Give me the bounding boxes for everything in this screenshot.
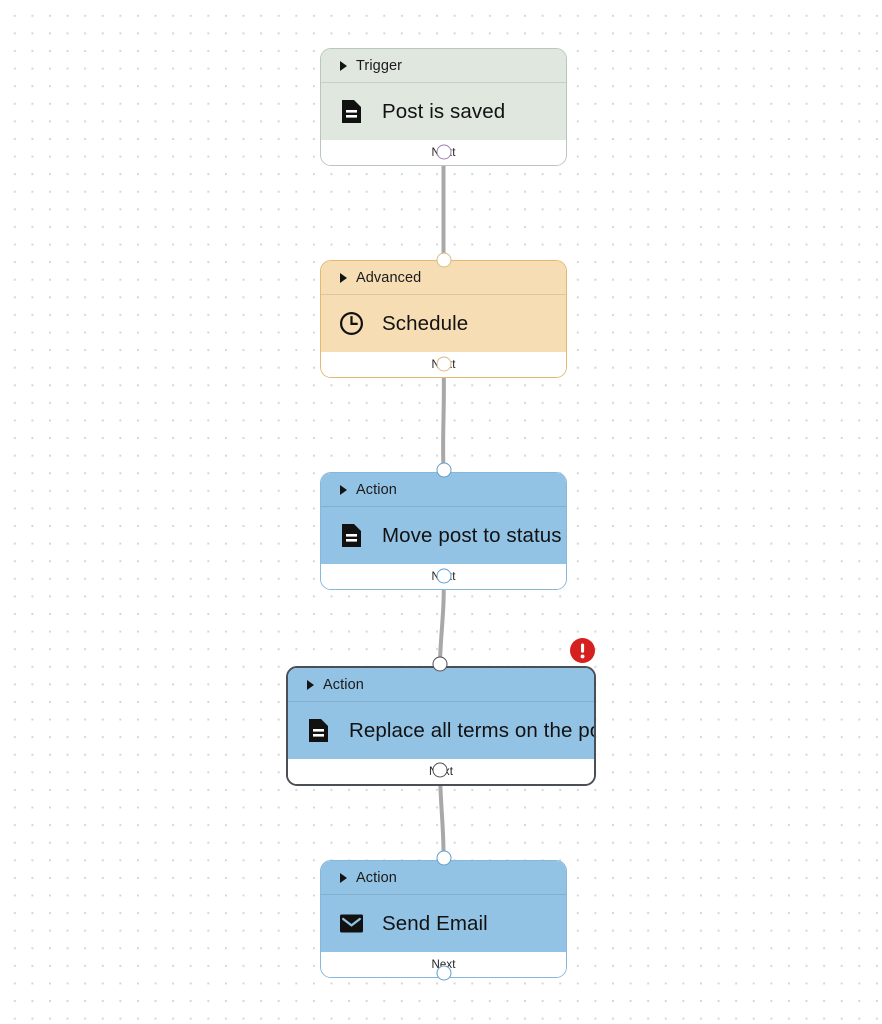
node-kind-label: Action	[323, 676, 364, 693]
clock-icon	[339, 311, 364, 336]
node-schedule[interactable]: Advanced Schedule Next	[320, 260, 567, 378]
node-title: Move post to status	[382, 523, 562, 547]
expand-triangle-icon[interactable]	[340, 272, 347, 283]
node-kind-label: Advanced	[356, 269, 422, 286]
expand-triangle-icon[interactable]	[340, 484, 347, 495]
document-icon	[339, 99, 364, 124]
input-port-replace-all-terms[interactable]	[432, 656, 448, 672]
input-port-schedule[interactable]	[436, 252, 451, 268]
node-body[interactable]: Post is saved	[321, 82, 566, 140]
output-port-replace-all-terms[interactable]	[432, 762, 448, 778]
node-kind-label: Action	[356, 869, 397, 886]
expand-triangle-icon[interactable]	[307, 679, 314, 690]
envelope-icon	[339, 911, 364, 936]
node-body[interactable]: Replace all terms on the post	[288, 701, 594, 759]
output-port-move-post-to-status[interactable]	[436, 568, 451, 584]
node-header[interactable]: Action	[321, 861, 566, 894]
node-body[interactable]: Move post to status	[321, 506, 566, 564]
expand-triangle-icon[interactable]	[340, 60, 347, 71]
exclamation-circle-icon	[580, 643, 585, 659]
output-port-schedule[interactable]	[436, 356, 451, 372]
node-header[interactable]: Action	[288, 668, 594, 701]
output-port-post-is-saved[interactable]	[436, 144, 451, 160]
node-title: Post is saved	[382, 99, 506, 123]
input-port-send-email[interactable]	[436, 850, 451, 866]
expand-triangle-icon[interactable]	[340, 872, 347, 883]
input-port-move-post-to-status[interactable]	[436, 462, 451, 478]
node-body[interactable]: Schedule	[321, 294, 566, 352]
connector-advanced-to-action-1	[441, 363, 446, 471]
node-header[interactable]: Action	[321, 473, 566, 506]
node-kind-label: Trigger	[356, 57, 403, 74]
node-replace-all-terms-on-the-post[interactable]: Action Replace all terms on the post Nex…	[286, 666, 596, 786]
node-title: Send Email	[382, 911, 488, 935]
node-body[interactable]: Send Email	[321, 894, 566, 952]
node-header[interactable]: Trigger	[321, 49, 566, 82]
document-icon	[339, 523, 364, 548]
node-send-email[interactable]: Action Send Email Next	[320, 860, 567, 978]
node-move-post-to-status[interactable]: Action Move post to status Next	[320, 472, 567, 590]
document-icon	[306, 718, 331, 743]
error-badge[interactable]	[570, 638, 595, 663]
node-title: Replace all terms on the post	[349, 718, 596, 742]
node-title: Schedule	[382, 311, 469, 335]
node-kind-label: Action	[356, 481, 397, 498]
node-post-is-saved[interactable]: Trigger Post is saved Next	[320, 48, 567, 166]
output-port-send-email[interactable]	[436, 965, 451, 981]
